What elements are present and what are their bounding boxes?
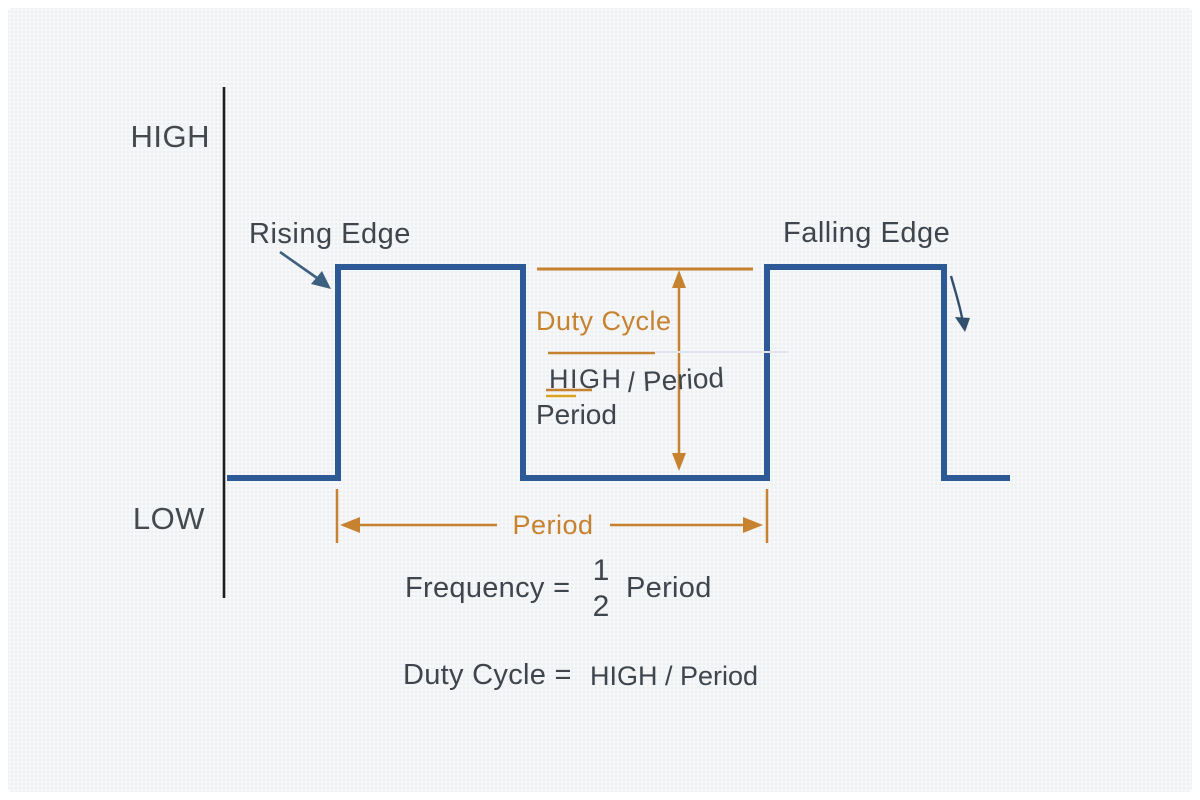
low-axis-label: LOW — [133, 501, 205, 536]
rising-edge-arrow — [279, 250, 318, 280]
falling-edge-label: Falling Edge — [783, 217, 950, 249]
duty-cycle-arrowhead-down — [672, 453, 686, 471]
period-arrowhead-right — [743, 517, 763, 533]
rising-edge-arrowhead — [311, 271, 331, 289]
frequency-fraction-denominator: 2 — [593, 590, 610, 623]
duty-fraction-denominator: Period — [536, 399, 617, 430]
duty-formula-rhs: HIGH / Period — [590, 661, 758, 691]
frequency-formula-lhs: Frequency = — [405, 572, 570, 604]
duty-fraction-numerator: HIGH — [549, 364, 623, 394]
duty-formula-lhs: Duty Cycle = — [403, 659, 572, 691]
frequency-formula-rhs: Period — [626, 572, 712, 604]
rising-edge-label: Rising Edge — [249, 218, 411, 250]
paper-background — [8, 8, 1192, 792]
period-label: Period — [512, 510, 593, 540]
square-wave-trace — [227, 264, 1010, 481]
falling-edge-arrow — [949, 275, 964, 319]
duty-cycle-label: Duty Cycle — [536, 306, 672, 336]
falling-edge-arrowhead — [955, 317, 970, 332]
period-arrowhead-left — [340, 517, 360, 533]
duty-cycle-arrowhead-up — [672, 270, 686, 288]
high-axis-label: HIGH — [131, 119, 211, 154]
frequency-fraction-numerator: 1 — [593, 554, 610, 587]
duty-fraction-inline: / Period — [627, 362, 725, 398]
